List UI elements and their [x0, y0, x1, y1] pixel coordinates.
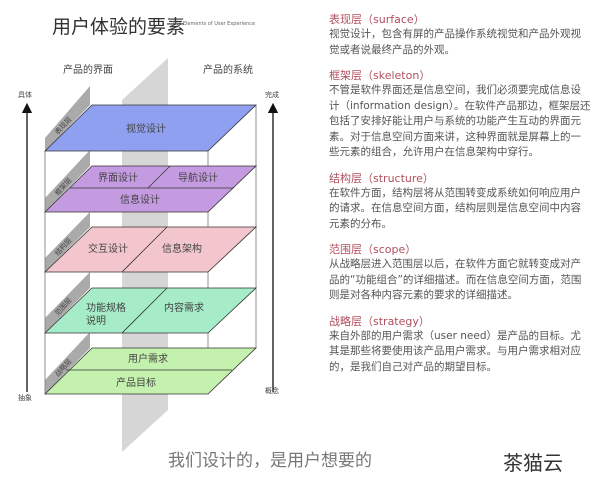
diagram-title: 用户体验的要素 — [52, 16, 186, 38]
layer-descriptions: 表现层（surface） 视觉设计，包含有屏的产品操作系统视觉和产品外观视觉或者说… — [329, 12, 591, 385]
scope-plane — [44, 287, 258, 334]
item-functional-spec: 功能规格 — [86, 301, 126, 314]
axis-left-bottom: 抽象 — [18, 393, 32, 402]
watermark: 茶猫云 — [503, 451, 563, 475]
ux-elements-diagram: 产品的界面 产品的系统 具体 抽象 完成 概念 表现层 框架层 结构层 范围层 … — [18, 58, 279, 452]
item-product-objectives: 产品目标 — [116, 376, 156, 389]
slogan: 我们设计的，是用户想要的 — [168, 451, 372, 471]
section-body: 视觉设计，包含有屏的产品操作系统视觉和产品外观视觉或者说最终产品的外观。 — [329, 28, 581, 56]
layer-tabs — [45, 86, 90, 394]
section-body: 在软件方面，结构层将从范围转变成系统如何响应用户的请求。在信息空间方面，结构层则… — [329, 186, 581, 230]
surface-plane — [44, 104, 257, 152]
item-information-design: 信息设计 — [120, 193, 160, 206]
section-body: 从战略层进入范围层以后，在软件方面它就转变成对产品的“功能组合”的详细描述。而在… — [329, 258, 582, 301]
item-visual-design: 视觉设计 — [126, 122, 166, 135]
section-surface: 表现层（surface） 视觉设计，包含有屏的产品操作系统视觉和产品外观视觉或者说… — [329, 12, 591, 58]
diagram-subtitle: The Elements of User Experience — [172, 21, 256, 27]
col-label-left: 产品的界面 — [63, 63, 113, 76]
axis-right-top: 完成 — [265, 90, 279, 99]
section-strategy: 战略层（strategy）来自外部的用户需求（user need）是产品的目标。… — [329, 314, 591, 376]
section-body: 不管是软件界面还是信息空间，我们必须要完成信息设计（information de… — [329, 84, 591, 158]
section-heading: 范围层（scope） — [329, 243, 417, 256]
axis-right-bottom: 概念 — [265, 386, 279, 395]
skeleton-plane — [44, 165, 257, 213]
col-label-right: 产品的系统 — [203, 63, 253, 76]
item-content-requirements: 内容需求 — [164, 301, 204, 314]
structure-plane — [44, 226, 258, 273]
item-user-needs: 用户需求 — [128, 352, 168, 365]
item-interface-design: 界面设计 — [98, 171, 138, 184]
section-skeleton: 框架层（skeleton） 不管是软件界面还是信息空间，我们必须要完成信息设计（i… — [329, 68, 591, 161]
item-functional-spec-2: 说明 — [86, 314, 106, 327]
section-heading: 结构层（structure） — [329, 171, 434, 185]
section-heading: 框架层（skeleton） — [329, 69, 431, 82]
section-structure: 结构层（structure）在软件方面，结构层将从范围转变成系统如何响应用户的请… — [329, 171, 591, 233]
section-body: 来自外部的用户需求（user need）是产品的目标。尤其是那些将要使用该产品用… — [329, 329, 581, 373]
section-heading: 表现层（surface） — [329, 13, 425, 26]
axis-left-top: 具体 — [18, 90, 32, 99]
item-navigation-design: 导航设计 — [178, 171, 218, 184]
item-interaction-design: 交互设计 — [88, 242, 128, 255]
strategy-plane — [44, 347, 257, 395]
section-heading: 战略层（strategy） — [329, 314, 430, 328]
item-information-architecture: 信息架构 — [162, 242, 202, 255]
section-scope: 范围层（scope） 从战略层进入范围层以后，在软件方面它就转变成对产品的“功能组… — [329, 242, 591, 304]
